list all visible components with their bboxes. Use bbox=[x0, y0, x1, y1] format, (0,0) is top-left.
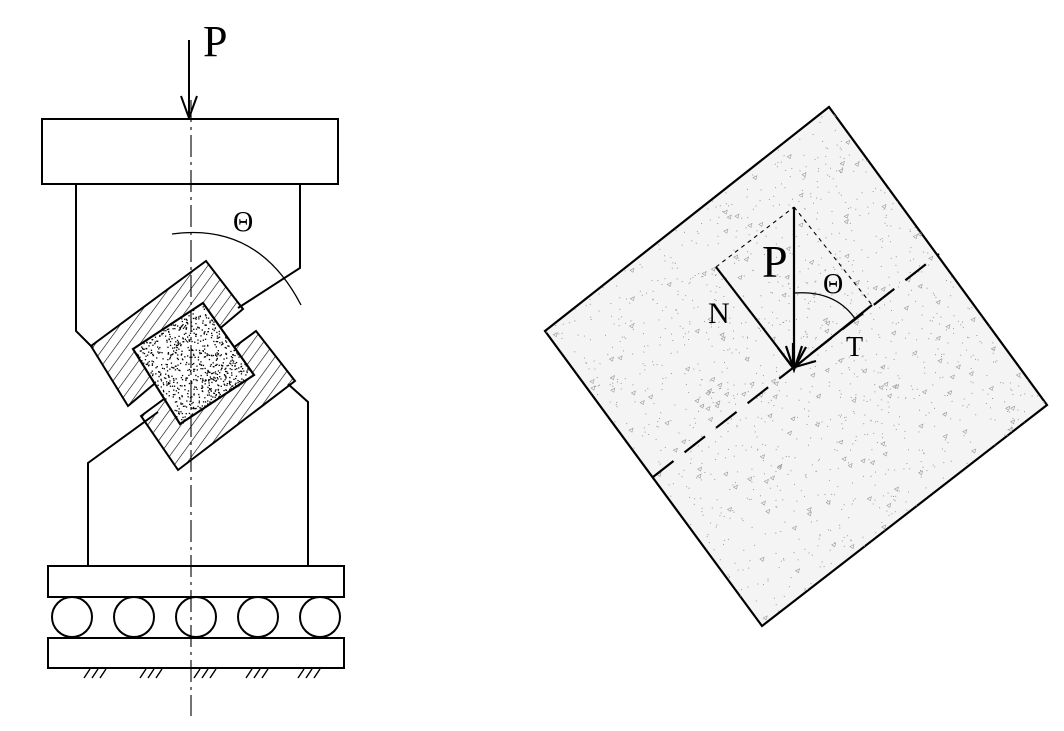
roller bbox=[237, 596, 279, 638]
upper-jaw bbox=[75, 184, 301, 349]
theta-label: Θ bbox=[823, 269, 843, 300]
rotated-specimen: P Θ N T bbox=[543, 105, 1049, 628]
roller bbox=[113, 596, 155, 638]
roller bbox=[51, 596, 93, 638]
lower-jaw bbox=[87, 383, 309, 565]
roller bbox=[175, 596, 217, 638]
t-label: T bbox=[846, 332, 863, 363]
angle-arc-right bbox=[793, 292, 857, 321]
top-loading-plate bbox=[41, 118, 339, 185]
load-arrow bbox=[180, 40, 198, 121]
p-label: P bbox=[762, 236, 788, 287]
bottom-plate-upper bbox=[47, 565, 345, 598]
bottom-base-plate bbox=[47, 637, 345, 669]
roller-bearings bbox=[51, 596, 341, 638]
angle-label: Θ bbox=[233, 207, 253, 238]
roller bbox=[299, 596, 341, 638]
load-label: P bbox=[203, 17, 227, 66]
n-label: N bbox=[708, 297, 730, 330]
specimen-block bbox=[131, 301, 256, 426]
shear-apparatus: P Θ bbox=[41, 17, 345, 716]
ground-hatching bbox=[83, 668, 321, 679]
t-vector bbox=[795, 304, 873, 367]
angle-arc bbox=[171, 231, 302, 306]
force-decomposition bbox=[715, 206, 873, 374]
